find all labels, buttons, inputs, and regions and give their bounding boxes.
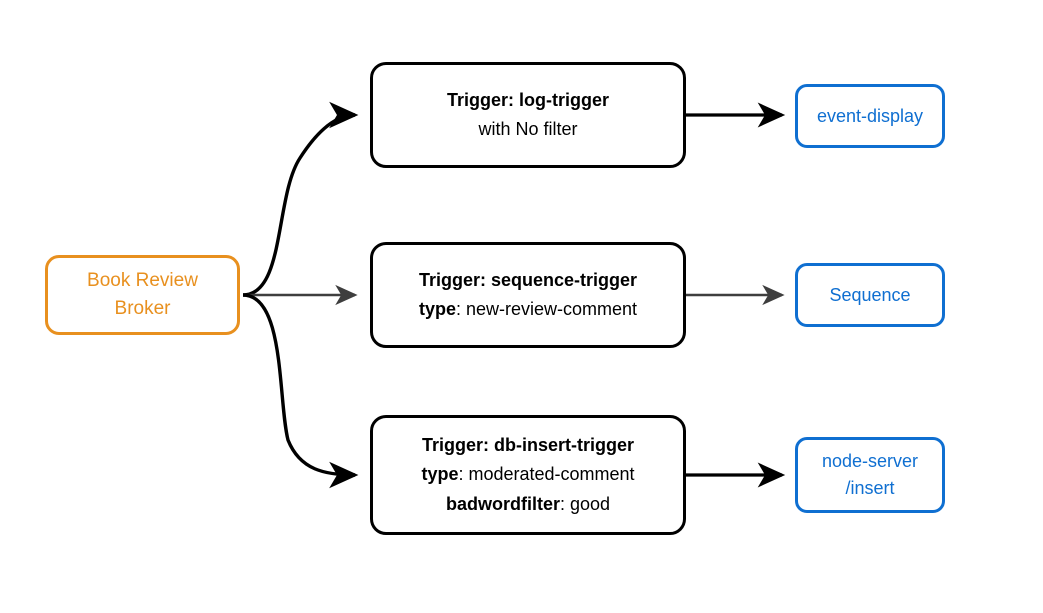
node-server-label-line-2: /insert xyxy=(845,478,895,498)
sequence-trigger-line-2-rest: : new-review-comment xyxy=(455,299,638,319)
broker-label-line-1: Book Review xyxy=(87,270,198,292)
sequence-label: Sequence xyxy=(829,284,911,305)
log-trigger-line-1-bold: Trigger: log-trigger xyxy=(447,89,609,110)
edge-broker-to-db-insert-trigger xyxy=(242,293,359,489)
db-insert-trigger-line-2: type: moderated-comment xyxy=(421,460,634,489)
db-insert-trigger-line-3: badwordfilter: good xyxy=(446,490,610,519)
sequence-trigger-line-2-bold: type xyxy=(418,299,456,319)
sequence-trigger-line-2: type: new-review-comment xyxy=(419,295,637,324)
db-insert-trigger-line-1-bold: Trigger: db-insert-trigger xyxy=(421,435,634,456)
node-book-review-broker[interactable]: Book Review Broker xyxy=(45,255,240,335)
db-insert-trigger-line-1: Trigger: db-insert-trigger xyxy=(422,431,634,460)
broker-label-line-2: Broker xyxy=(114,298,171,319)
db-insert-trigger-line-2-bold: type xyxy=(421,464,459,485)
node-sequence[interactable]: Sequence xyxy=(795,263,945,327)
db-insert-trigger-line-3-bold: badwordfilter xyxy=(445,493,560,514)
db-insert-trigger-line-3-rest: : good xyxy=(559,493,611,514)
log-trigger-line-2-rest: with No filter xyxy=(478,119,578,139)
db-insert-trigger-line-2-rest: : moderated-comment xyxy=(458,464,635,485)
sequence-trigger-line-1: Trigger: sequence-trigger xyxy=(419,266,637,295)
node-node-server-insert[interactable]: node-server /insert xyxy=(795,437,945,513)
edge-broker-to-log-trigger xyxy=(242,101,359,297)
log-trigger-line-1: Trigger: log-trigger xyxy=(447,86,609,115)
node-db-insert-trigger[interactable]: Trigger: db-insert-trigger type: moderat… xyxy=(370,415,686,535)
node-server-label-line-1: node-server xyxy=(821,451,919,471)
node-sequence-trigger[interactable]: Trigger: sequence-trigger type: new-revi… xyxy=(370,242,686,348)
node-log-trigger[interactable]: Trigger: log-trigger with No filter xyxy=(370,62,686,168)
event-display-label: event-display xyxy=(816,105,924,126)
log-trigger-line-2: with No filter xyxy=(478,115,577,144)
node-event-display[interactable]: event-display xyxy=(795,84,945,148)
sequence-trigger-line-1-bold: Trigger: sequence-trigger xyxy=(418,269,638,290)
